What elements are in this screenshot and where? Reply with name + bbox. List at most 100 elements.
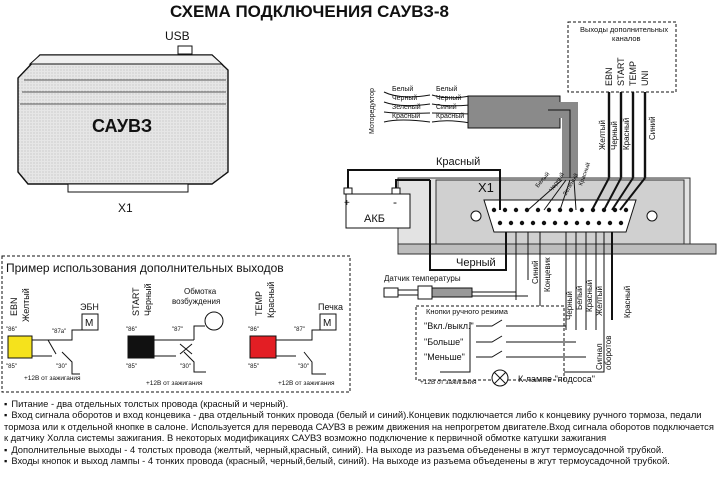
sauvz-unit: USB САУВЗ X1: [17, 29, 229, 215]
heater-m-icon: M: [323, 318, 331, 329]
ex-ebn-supply: +12В от зажигания: [24, 375, 81, 382]
ex-ebn-wire: Желтый: [21, 288, 31, 322]
motor-reducer-label: Моторедуктор: [369, 88, 376, 134]
ex-temp-pin30: "30": [298, 364, 309, 370]
note-buttons: Входы кнопок и выход лампы - 4 тонких пр…: [4, 455, 714, 466]
note-power: Питание - два отдельных толстых провода …: [4, 398, 714, 409]
temp-sensor: Датчик температуры: [383, 274, 548, 315]
mr-right-wire-4: Красный: [436, 112, 464, 120]
rpm-signal-2: оборотов: [604, 336, 613, 370]
usb-label: USB: [165, 29, 190, 43]
connector-pin: [546, 207, 552, 213]
connector-pin: [530, 220, 536, 226]
ex-temp-pin86: "86": [248, 327, 259, 333]
connector-pin: [524, 207, 530, 213]
channel-temp: TEMP: [628, 61, 638, 86]
ex-temp-device: Печка: [318, 302, 343, 312]
connector-label: X1: [478, 180, 494, 195]
battery: + - АКБ: [343, 187, 411, 229]
extra-wire-blue: Синий: [648, 116, 657, 140]
mr-right-wire-1: Белый: [436, 85, 457, 93]
battery-plus: +: [344, 198, 350, 209]
red-power-label: Красный: [436, 156, 480, 168]
connector-pin: [607, 220, 613, 226]
ex-start-coil: [127, 335, 155, 359]
connector-pin: [497, 220, 503, 226]
channel-uni: UNI: [640, 71, 650, 87]
ex-temp-channel: TEMP: [254, 291, 264, 316]
extra-outputs-title-1: Выходы дополнительных: [580, 25, 668, 34]
button-onoff: "Вкл./выкл.": [424, 321, 474, 331]
motor-bundle-wires: [527, 177, 646, 211]
mr-left-wire-1: Белый: [392, 85, 413, 93]
black-wire-label: Черный: [456, 257, 496, 269]
button-less: "Меньше": [424, 352, 465, 362]
ex-start-wire: Черный: [143, 284, 153, 316]
extra-wire-red: Красный: [622, 118, 631, 150]
ex-ebn-pin30: "30": [56, 364, 67, 370]
ex-start-channel: START: [131, 287, 141, 316]
connector-pin: [596, 220, 602, 226]
ex-ebn-channel: EBN: [9, 297, 19, 316]
connector-pin: [519, 220, 525, 226]
mr-right-wire-2: Черный: [436, 94, 461, 102]
lower-wire-blue: Синий: [531, 260, 540, 284]
notes-list: Питание - два отдельных толстых провода …: [4, 398, 714, 484]
x1-label: X1: [118, 201, 133, 215]
buttons-box: Кнопки ручного режима "Вкл./выкл." "Боль…: [415, 305, 595, 387]
mr-left-wire-4: Красный: [392, 112, 420, 120]
ex-ebn-pin87a: "87а": [52, 329, 66, 335]
motor-reducer: Моторедуктор Белый Черный Зеленый Красны…: [369, 85, 578, 185]
lower-wire-white: Белый: [575, 286, 584, 310]
ex-start-device-2: возбуждения: [172, 297, 220, 306]
ex-start-pin85: "85": [126, 364, 137, 370]
ex-start-device-1: Обмотка: [184, 287, 217, 296]
ex-temp-coil: [249, 335, 277, 359]
connector-pin: [535, 207, 541, 213]
connector-pin: [574, 220, 580, 226]
example-panel: Пример использования дополнительных выхо…: [1, 255, 351, 393]
extra-outputs-box: Выходы дополнительных каналов EBN START …: [567, 21, 677, 178]
channel-start: START: [616, 57, 626, 86]
battery-minus: -: [393, 195, 397, 209]
mr-left-wire-3: Зеленый: [392, 103, 421, 111]
connector-pin: [623, 207, 629, 213]
ex-temp-pin85: "85": [248, 364, 259, 370]
note-outputs: Дополнительные выходы - 4 толстых провод…: [4, 444, 714, 455]
connector-pin: [563, 220, 569, 226]
note-inputs: Вход сигнала оборотов и вход концевика -…: [4, 409, 714, 443]
motor-m-icon: M: [85, 318, 93, 329]
button-more: "Больше": [424, 337, 463, 347]
extra-wire-yellow: Желтый: [598, 120, 607, 150]
extra-wire-black: Черный: [610, 121, 619, 150]
connector-pin: [579, 207, 585, 213]
connector-pin: [491, 207, 497, 213]
lower-wire-yellow: Желтый: [595, 286, 604, 316]
motor-harness: [467, 95, 561, 129]
x1-connector: X1: [397, 177, 717, 255]
ex-temp-supply: +12В от зажигания: [278, 380, 335, 387]
connector-pin: [568, 207, 574, 213]
lower-wires: [515, 232, 613, 373]
ex-temp-wire: Красный: [266, 282, 276, 318]
extra-outputs-title-2: каналов: [612, 34, 641, 43]
black-ground-wire: [429, 180, 507, 271]
connector-pin: [541, 220, 547, 226]
black-power-wire: [395, 179, 430, 188]
buttons-supply: +12В от зажигания: [420, 379, 477, 386]
ex-start-pin86: "86": [126, 327, 137, 333]
ex-start-supply: +12В от зажигания: [146, 380, 203, 387]
connector-pin: [618, 220, 624, 226]
ex-start-pin87: "87": [172, 327, 183, 333]
lower-wire-limit: Концевик: [543, 257, 552, 292]
connector-pin: [508, 220, 514, 226]
connector-pin: [502, 207, 508, 213]
lower-wire-black: Черный: [565, 291, 574, 320]
unit-name: САУВЗ: [92, 116, 152, 136]
ex-start-pin30: "30": [180, 364, 191, 370]
lamp-label: К лампе "подсоса": [518, 374, 595, 384]
lower-wire-red-2: Красный: [623, 286, 632, 318]
rpm-signal-1: Сигнал: [595, 343, 604, 370]
